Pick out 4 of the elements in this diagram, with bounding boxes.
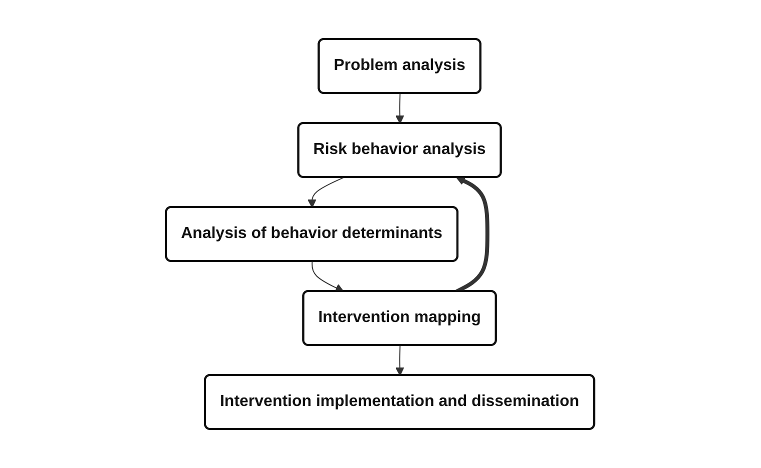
arrow (312, 261, 344, 292)
arrow (396, 345, 405, 376)
arrow (308, 177, 345, 208)
arrow (396, 93, 405, 124)
